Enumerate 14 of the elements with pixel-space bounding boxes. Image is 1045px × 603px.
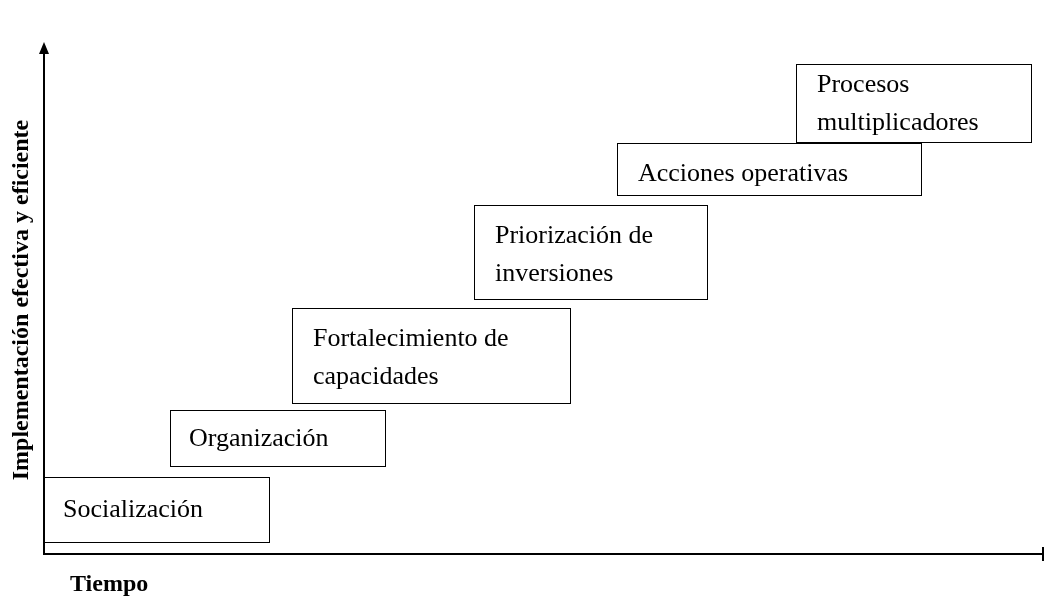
step-label: Fortalecimiento de capacidades	[313, 322, 510, 392]
step-label: Organización	[189, 422, 330, 454]
step-box	[170, 410, 386, 467]
step-label: Acciones operativas	[638, 157, 850, 189]
step-box	[796, 64, 1032, 143]
step-box	[292, 308, 571, 404]
step-box	[617, 143, 922, 196]
step-box	[44, 477, 270, 543]
step-label: Procesos multiplicadores	[817, 68, 980, 138]
step-label: Socialización	[63, 493, 205, 525]
y-axis-label: Implementación efectiva y eficiente	[6, 119, 34, 481]
x-axis-label: Tiempo	[70, 570, 149, 597]
step-label: Priorización de inversiones	[495, 219, 655, 289]
step-box	[474, 205, 708, 300]
